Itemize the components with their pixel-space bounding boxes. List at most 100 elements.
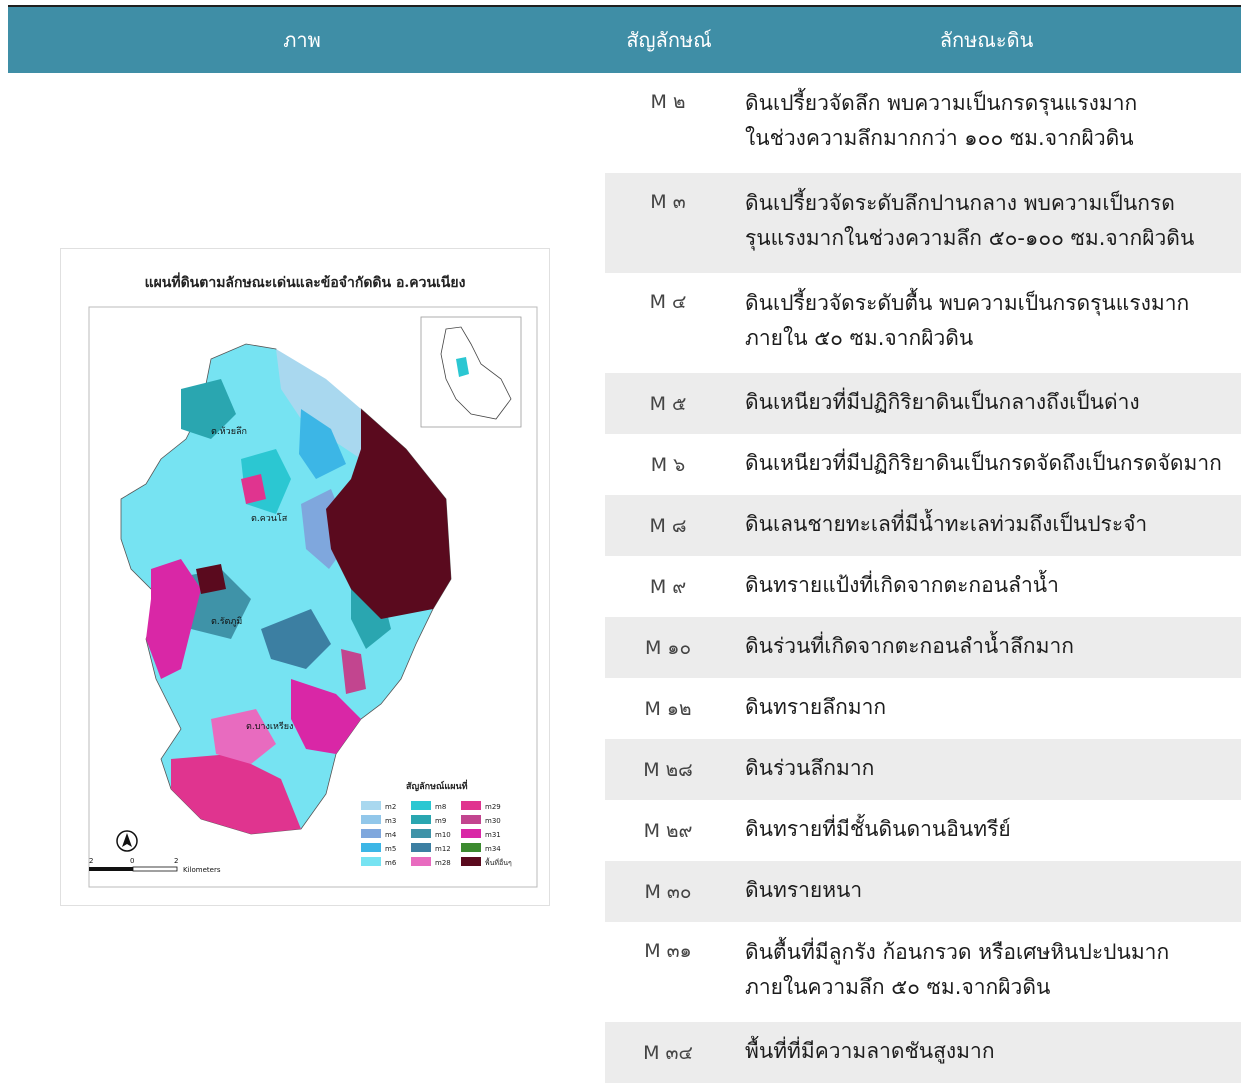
legend-swatch <box>411 801 431 810</box>
table-row: M ๑๐ดินร่วนที่เกิดจากตะกอนลำน้ำลึกมาก <box>605 617 1241 678</box>
legend-label: m3 <box>385 817 396 825</box>
table-row: M ๖ ดินเหนียวที่มีปฏิกิริยาดินเป็นกรดจัดถ… <box>605 434 1241 495</box>
soil-symbol: M ๘ <box>649 515 687 537</box>
soil-symbol: M ๑๒ <box>644 698 692 720</box>
legend-label: พื้นที่อื่นๆ <box>485 856 512 867</box>
soil-symbol: M ๓๐ <box>644 881 692 903</box>
table-row: M ๕ ดินเหนียวที่มีปฏิกิริยาดินเป็นกลางถึง… <box>605 373 1241 434</box>
soil-description: ดินตื้นที่มีลูกรัง ก้อนกรวด หรือเศษหินปะ… <box>745 935 1231 1005</box>
legend-swatch <box>411 829 431 838</box>
legend-label: m10 <box>435 831 451 839</box>
legend-swatch <box>461 843 481 852</box>
soil-description-line: ดินตื้นที่มีลูกรัง ก้อนกรวด หรือเศษหินปะ… <box>745 940 1170 964</box>
soil-description: ดินทรายหนา <box>745 873 1231 908</box>
legend-swatch <box>461 815 481 824</box>
scale-tick: 2 <box>174 857 178 865</box>
map-region-m5 <box>299 409 346 479</box>
soil-symbol: M ๕ <box>649 393 687 415</box>
table-row: M ๒๘ ดินร่วนลึกมาก <box>605 739 1241 800</box>
soil-description-line: พื้นที่ที่มีความลาดชันสูงมาก <box>745 1039 995 1063</box>
legend-swatch <box>361 801 381 810</box>
soil-symbol: M ๖ <box>650 454 686 476</box>
map-place-label: ต.ควนโส <box>251 513 288 524</box>
soil-description-line: ภายใน ๕๐ ซม.จากผิวดิน <box>745 326 974 350</box>
legend-swatch <box>461 857 481 866</box>
soil-symbol: M ๒ <box>650 91 686 113</box>
soil-description-line: ดินเหนียวที่มีปฏิกิริยาดินเป็นกรดจัดถึงเ… <box>745 451 1222 475</box>
soil-description-line: ดินทรายที่มีชั้นดินดานอินทรีย์ <box>745 817 1011 841</box>
soil-symbol: M ๓ <box>650 191 686 213</box>
scale-bar-segment <box>89 867 133 871</box>
legend-swatch <box>361 857 381 866</box>
legend-label: m6 <box>385 859 397 867</box>
table-row: M ๓๐ ดินทรายหนา <box>605 861 1241 922</box>
soil-description-line: ดินทรายหนา <box>745 878 863 902</box>
table-row: M ๒ ดินเปรี้ยวจัดลึก พบความเป็นกรดรุนแรงม… <box>605 73 1241 173</box>
soil-symbol: M ๒๙ <box>643 820 693 842</box>
table-row: M ๘ ดินเลนชายทะเลที่มีน้ำทะเลท่วมถึงเป็นป… <box>605 495 1241 556</box>
soil-description: ดินทรายแป้งที่เกิดจากตะกอนลำน้ำ <box>745 568 1231 603</box>
soil-description: ดินเปรี้ยวจัดระดับตื้น พบความเป็นกรดรุนแ… <box>745 286 1231 356</box>
legend-swatch <box>411 857 431 866</box>
inset-province-outline <box>440 326 512 420</box>
map-place-label: ต.บางเหรียง <box>246 721 293 732</box>
map-region-m29 <box>241 474 266 504</box>
map-region-m31b <box>291 679 361 754</box>
soil-description-line: ดินเปรี้ยวจัดลึก พบความเป็นกรดรุนแรงมาก <box>745 91 1138 115</box>
table-top-rule <box>8 5 1241 7</box>
legend-swatch <box>361 815 381 824</box>
soil-description-line: ในช่วงความลึกมากกว่า ๑๐๐ ซม.จากผิวดิน <box>745 126 1134 150</box>
header-image-column: ภาพ <box>283 28 321 52</box>
map-place-label: ต.รัตภูมิ <box>211 616 242 627</box>
north-arrow-pointer-icon <box>122 833 132 847</box>
soil-description-line: ดินเหนียวที่มีปฏิกิริยาดินเป็นกลางถึงเป็… <box>745 390 1140 414</box>
soil-description: ดินทรายลึกมาก <box>745 690 1231 725</box>
soil-description: ดินร่วนลึกมาก <box>745 751 1231 786</box>
legend-label: m29 <box>485 803 501 811</box>
map-title: แผนที่ดินตามลักษณะเด่นและข้อจำกัดดิน อ.ค… <box>145 272 466 291</box>
table-row: M ๑๒ ดินทรายลึกมาก <box>605 678 1241 739</box>
soil-description: ดินเหนียวที่มีปฏิกิริยาดินเป็นกรดจัดถึงเ… <box>745 446 1231 481</box>
soil-symbol: M ๑๐ <box>644 637 692 659</box>
map-region-other <box>326 409 451 619</box>
soil-symbol: M ๒๘ <box>643 759 693 781</box>
map-region-m31 <box>146 559 201 679</box>
legend-swatch <box>361 843 381 852</box>
table-row: M ๓๑ ดินตื้นที่มีลูกรัง ก้อนกรวด หรือเศษห… <box>605 922 1241 1022</box>
scale-label: Kilometers <box>183 866 221 874</box>
soil-description-line: ภายในความลึก ๕๐ ซม.จากผิวดิน <box>745 975 1051 999</box>
legend-label: m12 <box>435 845 451 853</box>
scale-tick: 0 <box>130 857 134 865</box>
legend-label: m2 <box>385 803 396 811</box>
soil-description: ดินเหนียวที่มีปฏิกิริยาดินเป็นกลางถึงเป็… <box>745 385 1231 420</box>
soil-symbol: M ๓๑ <box>644 940 692 962</box>
soil-map-image: แผนที่ดินตามลักษณะเด่นและข้อจำกัดดิน อ.ค… <box>60 248 550 906</box>
soil-symbol: M ๙ <box>649 576 687 598</box>
soil-description: พื้นที่ที่มีความลาดชันสูงมาก <box>745 1034 1231 1069</box>
legend-swatch <box>361 829 381 838</box>
legend-label: m4 <box>385 831 397 839</box>
soil-description-line: ดินเปรี้ยวจัดระดับลึกปานกลาง พบความเป็นก… <box>745 191 1175 215</box>
legend-label: m31 <box>485 831 501 839</box>
header-symbol-column: สัญลักษณ์ <box>626 28 712 52</box>
legend-label: m34 <box>485 845 501 853</box>
scale-bar-segment <box>132 866 178 872</box>
table-row: M ๙ ดินทรายแป้งที่เกิดจากตะกอนลำน้ำ <box>605 556 1241 617</box>
legend-swatch <box>411 815 431 824</box>
map-region-m30 <box>341 649 366 694</box>
legend-swatch <box>461 801 481 810</box>
legend-label: m30 <box>485 817 501 825</box>
soil-description-line: ดินเปรี้ยวจัดระดับตื้น พบความเป็นกรดรุนแ… <box>745 291 1190 315</box>
soil-description: ดินทรายที่มีชั้นดินดานอินทรีย์ <box>745 812 1231 847</box>
soil-description-line: รุนแรงมากในช่วงความลึก ๕๐-๑๐๐ ซม.จากผิวด… <box>745 226 1195 250</box>
scale-tick: 2 <box>89 857 93 865</box>
map-region-other-small <box>196 564 226 594</box>
legend-label: m9 <box>435 817 446 825</box>
table-header: ภาพ สัญลักษณ์ ลักษณะดิน <box>8 7 1241 73</box>
inset-district-highlight <box>456 357 469 377</box>
map-region-m9 <box>181 379 236 439</box>
soil-description: ดินเลนชายทะเลที่มีน้ำทะเลท่วมถึงเป็นประจ… <box>745 507 1231 542</box>
legend-label: m8 <box>435 803 446 811</box>
soil-description: ดินเปรี้ยวจัดลึก พบความเป็นกรดรุนแรงมากใ… <box>745 86 1231 156</box>
map-region-m28 <box>211 709 276 764</box>
